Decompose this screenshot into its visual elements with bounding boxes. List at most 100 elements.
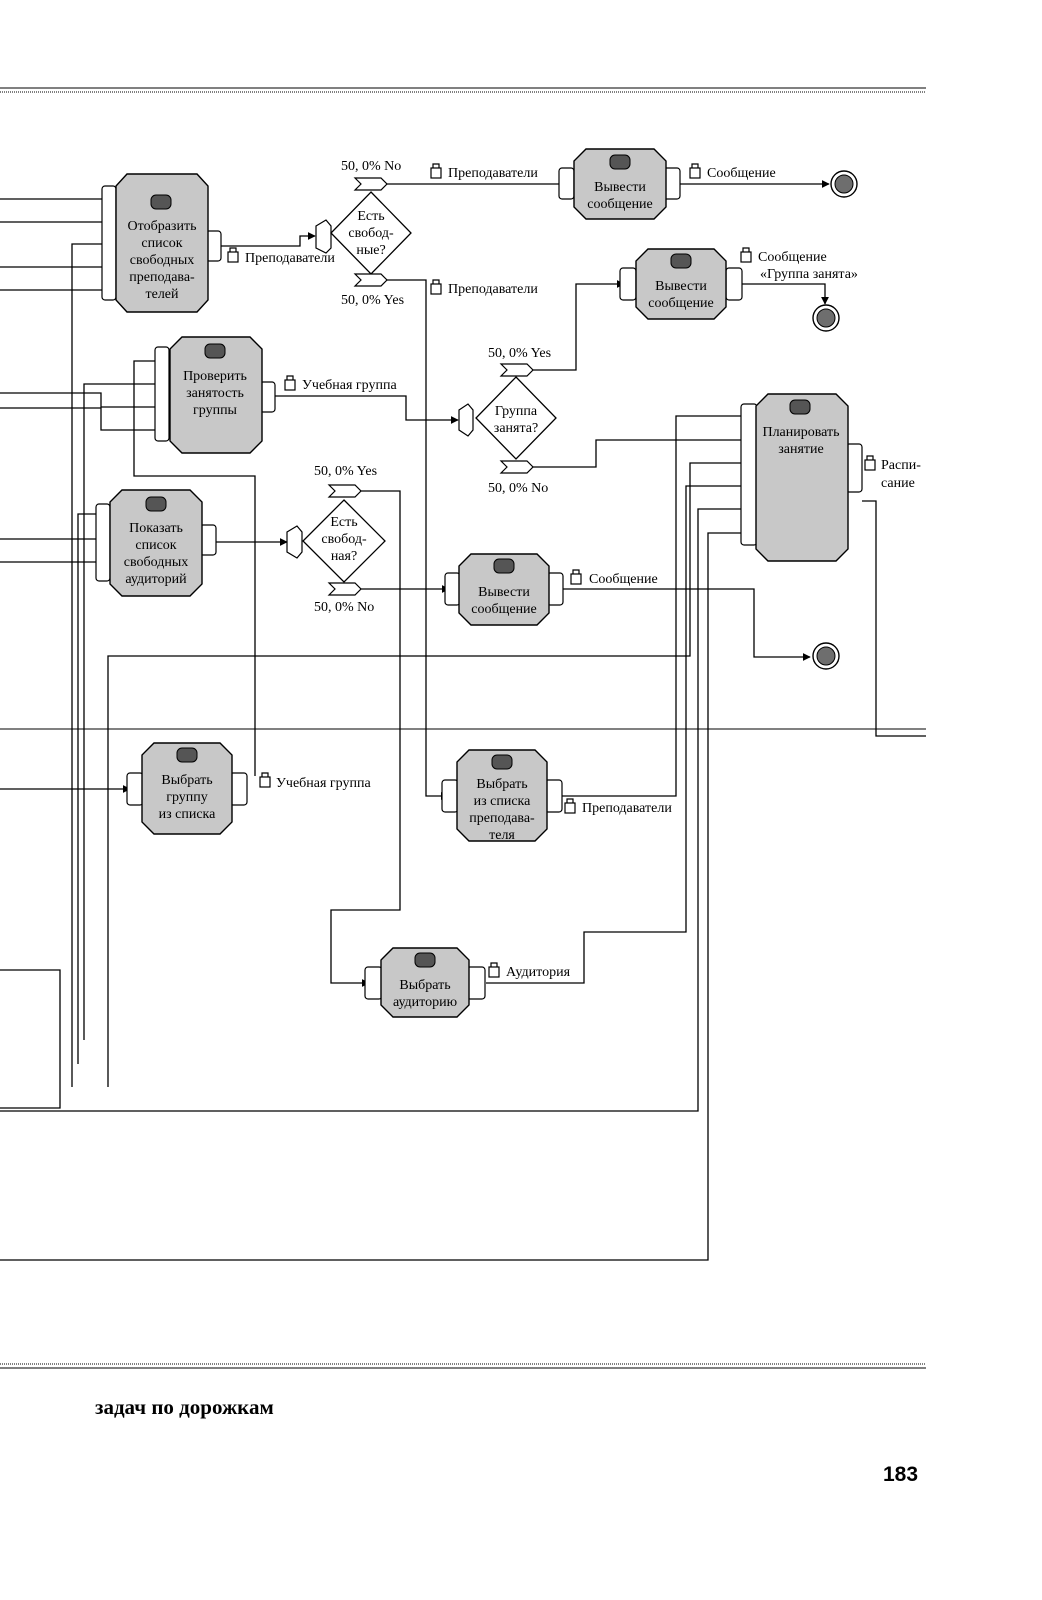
task-label: список xyxy=(135,538,176,553)
task-label: группу xyxy=(166,790,208,805)
task-label: свободных xyxy=(124,555,188,570)
task-label: из списка xyxy=(474,794,532,809)
svg-text:Преподаватели: Преподаватели xyxy=(448,282,538,297)
top-rule xyxy=(0,87,926,93)
end-event xyxy=(812,642,840,670)
resource-teachers-yes: Преподаватели xyxy=(430,279,538,297)
decision-group-busy[interactable]: Группа занята? xyxy=(458,363,557,474)
svg-text:Преподаватели: Преподаватели xyxy=(245,251,335,266)
svg-text:сание: сание xyxy=(881,476,915,491)
task-label: Выбрать xyxy=(399,978,450,993)
branch-label: 50, 0% No xyxy=(488,481,548,496)
task-label: Выбрать xyxy=(161,773,212,788)
task-show-message-2[interactable]: Вывести сообщение xyxy=(619,248,743,320)
section-title: задач по дорожкам xyxy=(95,1395,274,1419)
task-label: занятость xyxy=(186,386,244,401)
svg-text:«Группа занята»: «Группа занята» xyxy=(760,267,858,282)
task-label: занятие xyxy=(778,442,824,457)
task-label: Вывести xyxy=(594,180,646,195)
task-select-room[interactable]: Выбрать аудиторию xyxy=(364,947,486,1018)
task-select-teacher[interactable]: Выбрать из списка преподава- теля xyxy=(441,749,563,843)
task-select-group[interactable]: Выбрать группу из списка xyxy=(126,742,248,835)
bag-icon xyxy=(284,375,296,391)
connectors xyxy=(0,180,926,1261)
bag-icon xyxy=(740,247,752,263)
resource-teachers: Преподаватели xyxy=(227,247,335,266)
decision-room-free[interactable]: Есть свобод- ная? xyxy=(286,484,386,596)
svg-text:Сообщение: Сообщение xyxy=(589,572,658,587)
task-label: из списка xyxy=(159,807,217,822)
decision-label: ные? xyxy=(356,243,385,258)
decision-label: занята? xyxy=(494,421,538,436)
task-label: Показать xyxy=(129,521,183,536)
svg-text:Аудитория: Аудитория xyxy=(506,965,571,980)
svg-text:Преподаватели: Преподаватели xyxy=(448,166,538,181)
svg-text:Распи-: Распи- xyxy=(881,458,921,473)
task-label: аудиторий xyxy=(125,572,187,587)
task-label: сообщение xyxy=(471,602,537,617)
decision-label: Есть xyxy=(330,515,357,530)
decision-label: свобод- xyxy=(348,226,394,241)
resource-message-room: Сообщение xyxy=(570,569,658,587)
bag-icon xyxy=(488,962,500,978)
task-label: сообщение xyxy=(648,296,714,311)
bag-icon xyxy=(689,163,701,179)
resource-teachers-selected: Преподаватели xyxy=(564,798,672,816)
task-label: Отобразить xyxy=(128,219,197,234)
branch-label: 50, 0% Yes xyxy=(488,346,551,361)
decision-label: Группа xyxy=(495,404,538,419)
task-show-message-1[interactable]: Вывести сообщение xyxy=(558,148,681,220)
branch-label: 50, 0% Yes xyxy=(314,464,377,479)
page-number: 183 xyxy=(883,1463,919,1486)
bag-icon xyxy=(564,798,576,814)
task-label: аудиторию xyxy=(393,995,457,1010)
task-show-free-teachers[interactable]: Отобразить список свободных преподава- т… xyxy=(101,173,222,313)
task-label: Проверить xyxy=(183,369,247,384)
end-event xyxy=(812,304,840,332)
task-plan-lesson[interactable]: Планировать занятие xyxy=(740,393,863,562)
decision-teachers-free[interactable]: Есть свобод- ные? xyxy=(315,177,412,287)
svg-text:Сообщение: Сообщение xyxy=(758,250,827,265)
resource-study-group: Учебная группа xyxy=(284,375,397,393)
decision-label: ная? xyxy=(331,549,357,564)
task-show-message-3[interactable]: Вывести сообщение xyxy=(444,553,564,626)
decision-label: Есть xyxy=(357,209,384,224)
resource-teachers-top: Преподаватели xyxy=(430,163,538,181)
resource-room: Аудитория xyxy=(488,962,571,980)
end-event xyxy=(830,170,858,198)
bottom-rule xyxy=(0,1363,926,1369)
task-label: преподава- xyxy=(129,270,195,285)
task-label: Планировать xyxy=(762,425,839,440)
bag-icon xyxy=(864,455,876,471)
task-label: теля xyxy=(489,828,515,843)
svg-text:Преподаватели: Преподаватели xyxy=(582,801,672,816)
bag-icon xyxy=(259,772,271,788)
bag-icon xyxy=(430,279,442,295)
task-label: преподава- xyxy=(469,811,535,826)
branch-label: 50, 0% Yes xyxy=(341,293,404,308)
task-show-free-rooms[interactable]: Показать список свободных аудиторий xyxy=(95,489,217,597)
branch-label: 50, 0% No xyxy=(314,600,374,615)
svg-text:Учебная группа: Учебная группа xyxy=(276,776,371,791)
svg-text:Учебная группа: Учебная группа xyxy=(302,378,397,393)
branch-label: 50, 0% No xyxy=(341,159,401,174)
task-label: сообщение xyxy=(587,197,653,212)
task-label: Вывести xyxy=(655,279,707,294)
resource-message: Сообщение xyxy=(689,163,776,181)
resource-message-group: Сообщение «Группа занята» xyxy=(740,247,858,282)
task-label: группы xyxy=(193,403,238,418)
bag-icon xyxy=(570,569,582,585)
task-check-group-busy[interactable]: Проверить занятость группы xyxy=(154,336,276,454)
bag-icon xyxy=(430,163,442,179)
decision-label: свобод- xyxy=(321,532,367,547)
bag-icon xyxy=(227,247,239,263)
task-label: Вывести xyxy=(478,585,530,600)
resource-schedule: Распи- сание xyxy=(864,455,921,491)
task-label: Выбрать xyxy=(476,777,527,792)
task-label: телей xyxy=(145,287,179,302)
task-label: свободных xyxy=(130,253,194,268)
resource-study-group-selected: Учебная группа xyxy=(259,772,371,791)
svg-text:Сообщение: Сообщение xyxy=(707,166,776,181)
task-label: список xyxy=(141,236,182,251)
